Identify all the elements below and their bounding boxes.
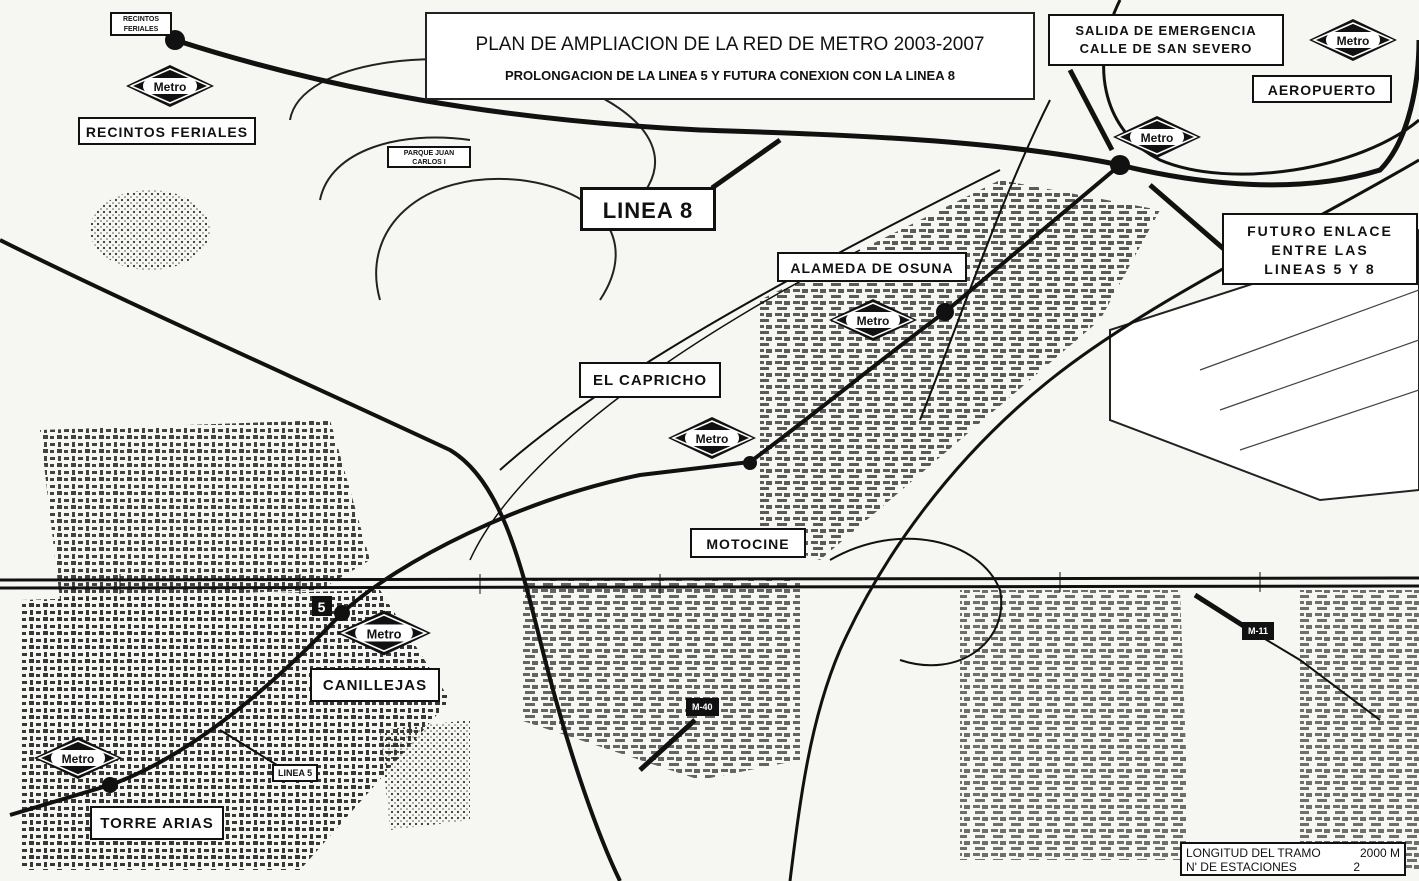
- station-alameda-de-osuna[interactable]: [936, 303, 954, 321]
- route-summary-box: LONGITUD DEL TRAMO 2000 M N' DE ESTACION…: [1180, 842, 1406, 876]
- futuro-line-1: FUTURO ENLACE: [1247, 223, 1393, 239]
- stations-label: N' DE ESTACIONES: [1186, 860, 1297, 874]
- linea5-leader: [219, 729, 286, 771]
- label-recintos-feriales: RECINTOS FERIALES: [78, 117, 256, 145]
- label-motocine: MOTOCINE: [690, 528, 806, 558]
- station-interchange-5-8[interactable]: [1110, 155, 1130, 175]
- metro-logo-canillejas[interactable]: Metro: [336, 608, 432, 658]
- dense-block: [380, 720, 470, 830]
- metro-logo-text: Metro: [857, 314, 890, 328]
- map-title-box: PLAN DE AMPLIACION DE LA RED DE METRO 20…: [425, 12, 1035, 100]
- metro-diamond-icon: Metro: [126, 65, 214, 107]
- metro-logo-aeropuerto[interactable]: Metro: [1308, 18, 1398, 62]
- station-canillejas[interactable]: [334, 605, 350, 621]
- label-salida-emergencia: SALIDA DE EMERGENCIA CALLE DE SAN SEVERO: [1048, 14, 1284, 66]
- road-m40-tag: M-40: [686, 698, 719, 716]
- urban-area-canillejas-north: [40, 420, 370, 600]
- map-title: PLAN DE AMPLIACION DE LA RED DE METRO 20…: [475, 34, 985, 55]
- fairground-plaza: [90, 190, 210, 270]
- leader-lines: [638, 68, 1252, 772]
- metro-diamond-icon: Metro: [829, 299, 917, 341]
- label-alameda-de-osuna: ALAMEDA DE OSUNA: [777, 252, 967, 282]
- station-torre-arias[interactable]: [102, 777, 118, 793]
- label-linea-5: LINEA 5: [272, 764, 319, 782]
- metro-logo-text: Metro: [62, 752, 95, 766]
- metro-diamond-icon: Metro: [1113, 116, 1201, 158]
- length-label: LONGITUD DEL TRAMO: [1186, 846, 1321, 860]
- metro-logo-interchange[interactable]: Metro: [1112, 115, 1202, 159]
- label-futuro-enlace: FUTURO ENLACE ENTRE LAS LINEAS 5 Y 8: [1222, 213, 1418, 285]
- label-aeropuerto: AEROPUERTO: [1252, 75, 1392, 103]
- urban-area-alameda: [760, 180, 1160, 560]
- metro-logo-text: Metro: [1141, 131, 1174, 145]
- label-linea-8: LINEA 8: [580, 187, 716, 231]
- metro-logo-text: Metro: [367, 626, 402, 641]
- metro-diamond-icon: Metro: [1309, 19, 1397, 61]
- railway-ticks: [119, 572, 1261, 594]
- salida-line-1: SALIDA DE EMERGENCIA: [1075, 23, 1257, 38]
- metro-logo-el-capricho[interactable]: Metro: [667, 416, 757, 460]
- metro-logo-recintos[interactable]: Metro: [125, 64, 215, 108]
- industrial-area-east: [1300, 590, 1419, 870]
- metro-diamond-icon: Metro: [668, 417, 756, 459]
- label-el-capricho: EL CAPRICHO: [579, 362, 721, 398]
- metro-logo-torre-arias[interactable]: Metro: [33, 736, 123, 780]
- label-parque-juan-carlos: PARQUE JUAN CARLOS I: [387, 146, 471, 168]
- salida-line-2: CALLE DE SAN SEVERO: [1079, 41, 1253, 56]
- metro-line-8: [174, 37, 1419, 188]
- futuro-line-3: LINEAS 5 Y 8: [1264, 261, 1376, 277]
- metro-diamond-icon: Metro: [34, 737, 122, 779]
- futuro-line-2: ENTRE LAS: [1271, 242, 1369, 258]
- urban-area-motocine-south: [520, 580, 800, 780]
- stations-value: 2: [1353, 860, 1360, 874]
- metro-diamond-icon: Metro: [337, 610, 431, 656]
- map-subtitle: PROLONGACION DE LA LINEA 5 Y FUTURA CONE…: [505, 68, 955, 83]
- apron-markings: [1199, 289, 1419, 451]
- industrial-area: [960, 590, 1190, 860]
- urban-area-canillejas-south: [20, 590, 450, 870]
- metro-line-5: [9, 163, 1122, 817]
- label-torre-arias: TORRE ARIAS: [90, 806, 224, 840]
- length-value: 2000 M: [1359, 846, 1400, 860]
- metro-logo-alameda[interactable]: Metro: [828, 298, 918, 342]
- metro-logo-text: Metro: [154, 80, 187, 94]
- station-el-capricho[interactable]: [743, 456, 757, 470]
- line-5-marker: 5: [312, 596, 332, 616]
- metro-logo-text: Metro: [1337, 34, 1370, 48]
- label-canillejas: CANILLEJAS: [310, 668, 440, 702]
- metro-logo-text: Metro: [696, 432, 729, 446]
- label-recintos-feriales-small: RECINTOS FERIALES: [110, 12, 172, 36]
- road-m11-tag: M-11: [1242, 622, 1275, 640]
